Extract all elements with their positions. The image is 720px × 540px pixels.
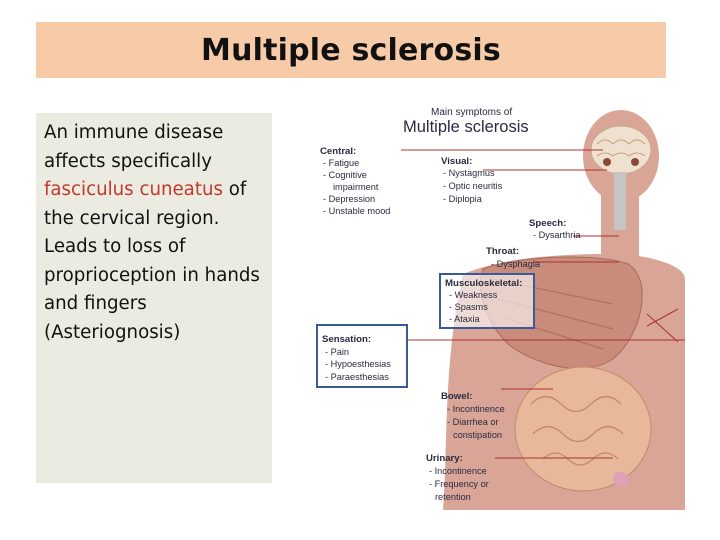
- central-item: - Fatigue: [323, 158, 359, 168]
- visual-heading: Visual:: [441, 156, 472, 167]
- intestines-illustration: [514, 366, 652, 492]
- central-heading: Central:: [320, 146, 356, 157]
- description-part-1: An immune disease affects specifically: [44, 122, 224, 172]
- visual-item: - Nystagmus: [443, 168, 495, 178]
- musculoskeletal-item: - Weakness: [449, 290, 498, 300]
- bowel-heading: Bowel:: [441, 391, 472, 402]
- group-musculoskeletal: Musculoskeletal: - Weakness - Spasms - A…: [439, 273, 535, 329]
- bowel-item: - Incontinence: [447, 404, 505, 414]
- description-text: An immune disease affects specifically f…: [44, 119, 266, 347]
- title-bar: Multiple sclerosis: [36, 22, 666, 78]
- caption-small: Main symptoms of: [431, 107, 512, 118]
- sensation-item: - Pain: [325, 347, 349, 357]
- central-item: - Unstable mood: [323, 206, 390, 216]
- speech-heading: Speech:: [529, 218, 566, 229]
- sensation-heading: Sensation:: [322, 334, 371, 345]
- urinary-item: - Frequency or: [429, 479, 489, 489]
- group-speech: Speech: - Dysarthria: [529, 218, 581, 240]
- visual-item: - Diplopia: [443, 194, 483, 204]
- throat-heading: Throat:: [486, 246, 519, 257]
- caption-large: Multiple sclerosis: [403, 118, 529, 136]
- bowel-item: - Diarrhea or: [447, 417, 499, 427]
- musculoskeletal-box: [439, 273, 535, 329]
- group-sensation: Sensation: - Pain - Hypoesthesias - Para…: [316, 324, 408, 388]
- central-item: impairment: [333, 182, 379, 192]
- musculoskeletal-heading: Musculoskeletal:: [445, 278, 522, 289]
- bowel-item: constipation: [453, 430, 502, 440]
- sensation-item: - Paraesthesias: [325, 372, 389, 382]
- musculoskeletal-item: - Ataxia: [449, 314, 481, 324]
- slide-title: Multiple sclerosis: [201, 32, 501, 68]
- highlighted-term: fasciculus cuneatus: [44, 179, 223, 200]
- speech-item: - Dysarthria: [533, 230, 581, 240]
- central-item: - Depression: [323, 194, 375, 204]
- urinary-item: retention: [435, 492, 471, 502]
- group-urinary: Urinary: - Incontinence - Frequency or r…: [426, 453, 489, 502]
- pointer-lines: [401, 149, 685, 459]
- visual-item: - Optic neuritis: [443, 181, 503, 191]
- sensation-box: [316, 324, 408, 388]
- group-bowel: Bowel: - Incontinence - Diarrhea or cons…: [441, 391, 505, 440]
- sensation-item: - Hypoesthesias: [325, 359, 391, 369]
- description-box: An immune disease affects specifically f…: [36, 113, 272, 483]
- urinary-item: - Incontinence: [429, 466, 487, 476]
- symptoms-diagram: Main symptoms of Multiple sclerosis Cent…: [283, 104, 685, 510]
- description-part-2: of the cervical region. Leads to loss of…: [44, 179, 260, 343]
- group-throat: Throat: - Dysphagia: [486, 246, 541, 269]
- central-item: - Cognitive: [323, 170, 367, 180]
- urinary-heading: Urinary:: [426, 453, 463, 464]
- eyes-illustration: [603, 158, 639, 166]
- throat-item: - Dysphagia: [491, 259, 541, 269]
- symptoms-figure: Main symptoms of Multiple sclerosis Cent…: [283, 104, 685, 510]
- group-visual: Visual: - Nystagmus - Optic neuritis - D…: [441, 156, 503, 204]
- group-central: Central: - Fatigue - Cognitive impairmen…: [320, 146, 390, 216]
- musculoskeletal-item: - Spasms: [449, 302, 488, 312]
